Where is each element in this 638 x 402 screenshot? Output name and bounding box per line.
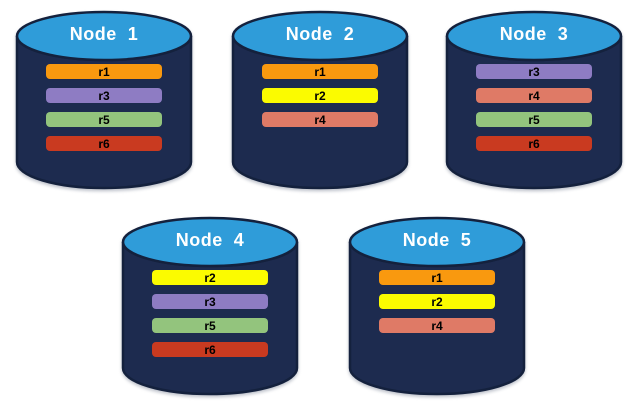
cylinder-top-shape (348, 216, 526, 268)
record-bar-r2: r2 (152, 270, 268, 285)
node-title: Node 4 (175, 230, 245, 250)
record-bar-r5: r5 (152, 318, 268, 333)
record-bar-r3: r3 (152, 294, 268, 309)
record-bar-r5: r5 (476, 112, 592, 127)
node-title: Node 2 (285, 24, 355, 44)
record-bar-r6: r6 (152, 342, 268, 357)
record-bar-r3: r3 (46, 88, 162, 103)
record-bar-r4: r4 (379, 318, 495, 333)
record-bar-r2: r2 (262, 88, 378, 103)
cylinder-top-shape (121, 216, 299, 268)
database-cylinder-node-1: Node 1 r1 r3 r5 r6 (14, 10, 194, 196)
database-cylinder-node-5: Node 5 r1 r2 r4 (347, 216, 527, 402)
record-bar-r1: r1 (262, 64, 378, 79)
record-bar-r6: r6 (46, 136, 162, 151)
database-cylinder-node-2: Node 2 r1 r2 r4 (230, 10, 410, 196)
record-bar-r4: r4 (262, 112, 378, 127)
node-title: Node 3 (499, 24, 569, 44)
record-bar-r3: r3 (476, 64, 592, 79)
database-cylinder-node-4: Node 4 r2 r3 r5 r6 (120, 216, 300, 402)
record-bar-r6: r6 (476, 136, 592, 151)
record-bar-r1: r1 (379, 270, 495, 285)
record-bar-r1: r1 (46, 64, 162, 79)
cylinder-top-shape (445, 10, 623, 62)
database-cylinder-node-3: Node 3 r3 r4 r5 r6 (444, 10, 624, 196)
node-title: Node 5 (402, 230, 472, 250)
node-title: Node 1 (69, 24, 139, 44)
record-bar-r2: r2 (379, 294, 495, 309)
record-bar-r5: r5 (46, 112, 162, 127)
cylinder-top-shape (231, 10, 409, 62)
cylinder-top-shape (15, 10, 193, 62)
record-bar-r4: r4 (476, 88, 592, 103)
